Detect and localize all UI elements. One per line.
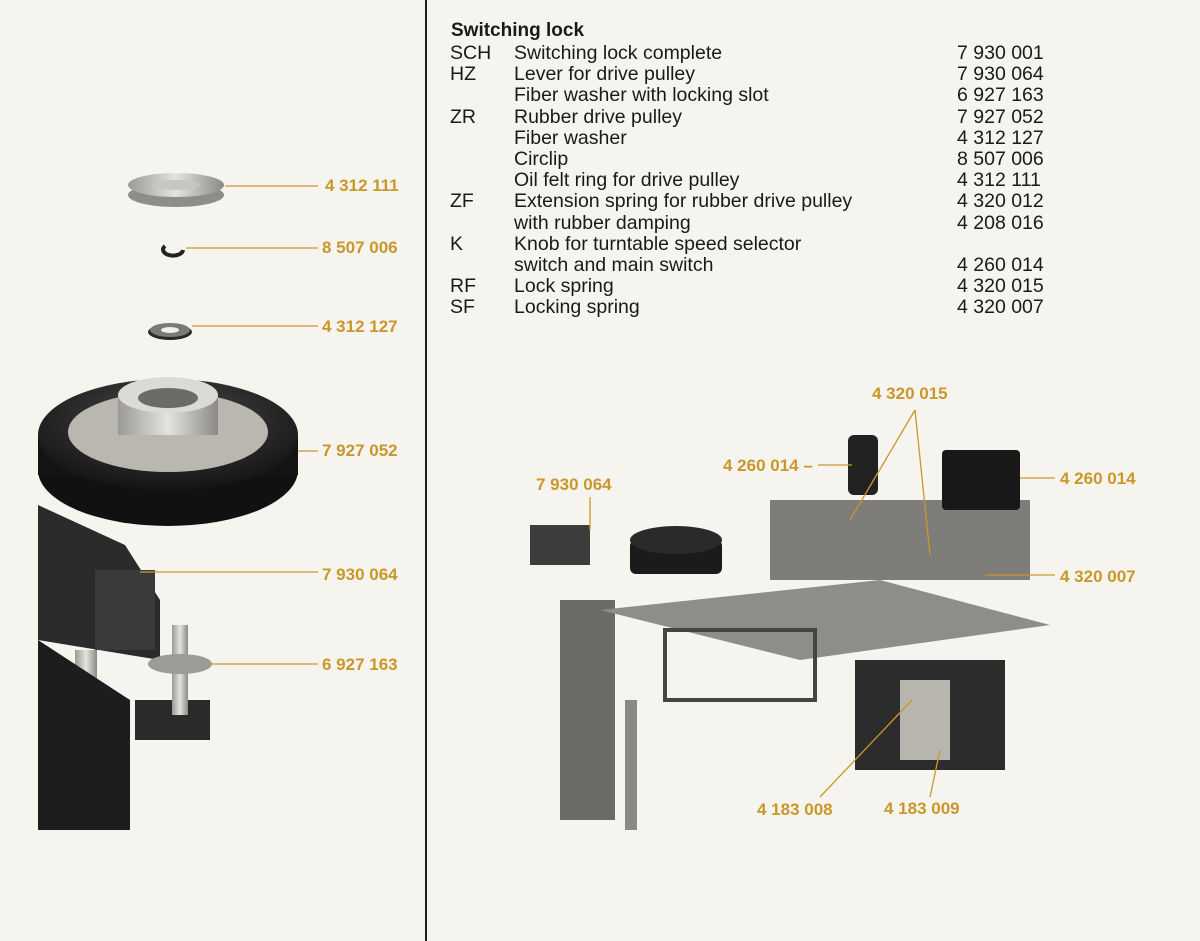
- part-number: 8 507 006: [957, 147, 1044, 170]
- part-description: Circlip: [514, 147, 569, 170]
- part-number: 7 930 001: [957, 42, 1044, 64]
- part-description: with rubber damping: [514, 211, 691, 234]
- page-divider: [425, 0, 427, 941]
- drive-pulley-image: [38, 377, 298, 526]
- felt-ring-image: [128, 173, 224, 207]
- callout-locking-spring: 4 320 007: [1060, 567, 1136, 586]
- part-code: SCH: [450, 42, 492, 64]
- parts-row: with rubber damping 4 208 016: [450, 211, 1075, 234]
- part-number: 4 208 016: [957, 211, 1044, 234]
- callout-circlip: 8 507 006: [322, 238, 398, 257]
- part-description: Fiber washer: [514, 126, 627, 149]
- part-number: 4 320 007: [957, 296, 1044, 319]
- part-description: Switching lock complete: [514, 42, 723, 64]
- part-code: ZR: [450, 105, 476, 128]
- parts-row: Oil felt ring for drive pulley 4 312 111: [450, 169, 1075, 192]
- switching-lock-assembly-image: [530, 435, 1050, 830]
- part-description: Lock spring: [514, 275, 614, 298]
- parts-row: Fiber washer with locking slot 6 927 163: [450, 85, 1075, 106]
- part-description: Extension spring for rubber drive pulley: [514, 190, 853, 213]
- circlip-image: [161, 244, 185, 258]
- callout-switch-b: 4 183 009: [884, 799, 960, 818]
- part-description: Fiber washer with locking slot: [514, 84, 769, 107]
- parts-row: Circlip 8 507 006: [450, 147, 1075, 170]
- callout-locking-washer: 6 927 163: [322, 655, 398, 674]
- parts-row: HZ Lever for drive pulley 7 930 064: [450, 63, 1075, 86]
- part-number: 4 312 111: [957, 169, 1041, 192]
- part-number: 4 320 012: [957, 190, 1044, 213]
- callout-knob-right: 4 260 014: [1060, 469, 1136, 488]
- parts-row: ZF Extension spring for rubber drive pull…: [450, 191, 1075, 212]
- parts-row: Fiber washer 4 312 127: [450, 126, 1075, 149]
- callout-lever-right: 7 930 064: [536, 475, 612, 494]
- callout-drive-pulley: 7 927 052: [322, 441, 398, 460]
- parts-row: SCH Switching lock complete 7 930 001: [450, 42, 1075, 64]
- section-title: Switching lock: [451, 20, 585, 41]
- callout-switch-a: 4 183 008: [757, 800, 833, 819]
- callout-lock-spring: 4 320 015: [872, 384, 948, 403]
- callout-felt-ring: 4 312 111: [325, 176, 399, 195]
- part-code: RF: [450, 275, 476, 298]
- callout-lever: 7 930 064: [322, 565, 398, 584]
- callout-knob-left: 4 260 014 –: [723, 456, 813, 475]
- part-code: SF: [450, 296, 475, 319]
- part-description: Oil felt ring for drive pulley: [514, 169, 740, 192]
- part-number: 4 312 127: [957, 126, 1044, 149]
- part-code: K: [450, 232, 464, 255]
- parts-row: SF Locking spring 4 320 007: [450, 297, 1075, 318]
- callout-fiber-washer: 4 312 127: [322, 317, 398, 336]
- part-code: HZ: [450, 63, 476, 86]
- part-number: 4 260 014: [957, 253, 1044, 276]
- part-description: Rubber drive pulley: [514, 105, 683, 128]
- leader-lines: [140, 185, 1055, 798]
- part-number: 4 320 015: [957, 275, 1044, 298]
- parts-row: RF Lock spring 4 320 015: [450, 275, 1075, 298]
- part-number: 7 930 064: [957, 63, 1044, 86]
- part-description: Lever for drive pulley: [514, 63, 696, 86]
- parts-row: K Knob for turntable speed selector: [450, 232, 1075, 255]
- part-code: ZF: [450, 190, 474, 213]
- part-number: 6 927 163: [957, 84, 1044, 107]
- part-description: switch and main switch: [514, 253, 714, 276]
- parts-row: ZR Rubber drive pulley 7 927 052: [450, 105, 1075, 128]
- parts-row: switch and main switch 4 260 014: [450, 253, 1075, 276]
- part-description: Locking spring: [514, 296, 640, 319]
- lever-image: [38, 505, 212, 830]
- fiber-washer-image: [148, 323, 192, 340]
- part-number: 7 927 052: [957, 105, 1044, 128]
- part-description: Knob for turntable speed selector: [514, 232, 802, 255]
